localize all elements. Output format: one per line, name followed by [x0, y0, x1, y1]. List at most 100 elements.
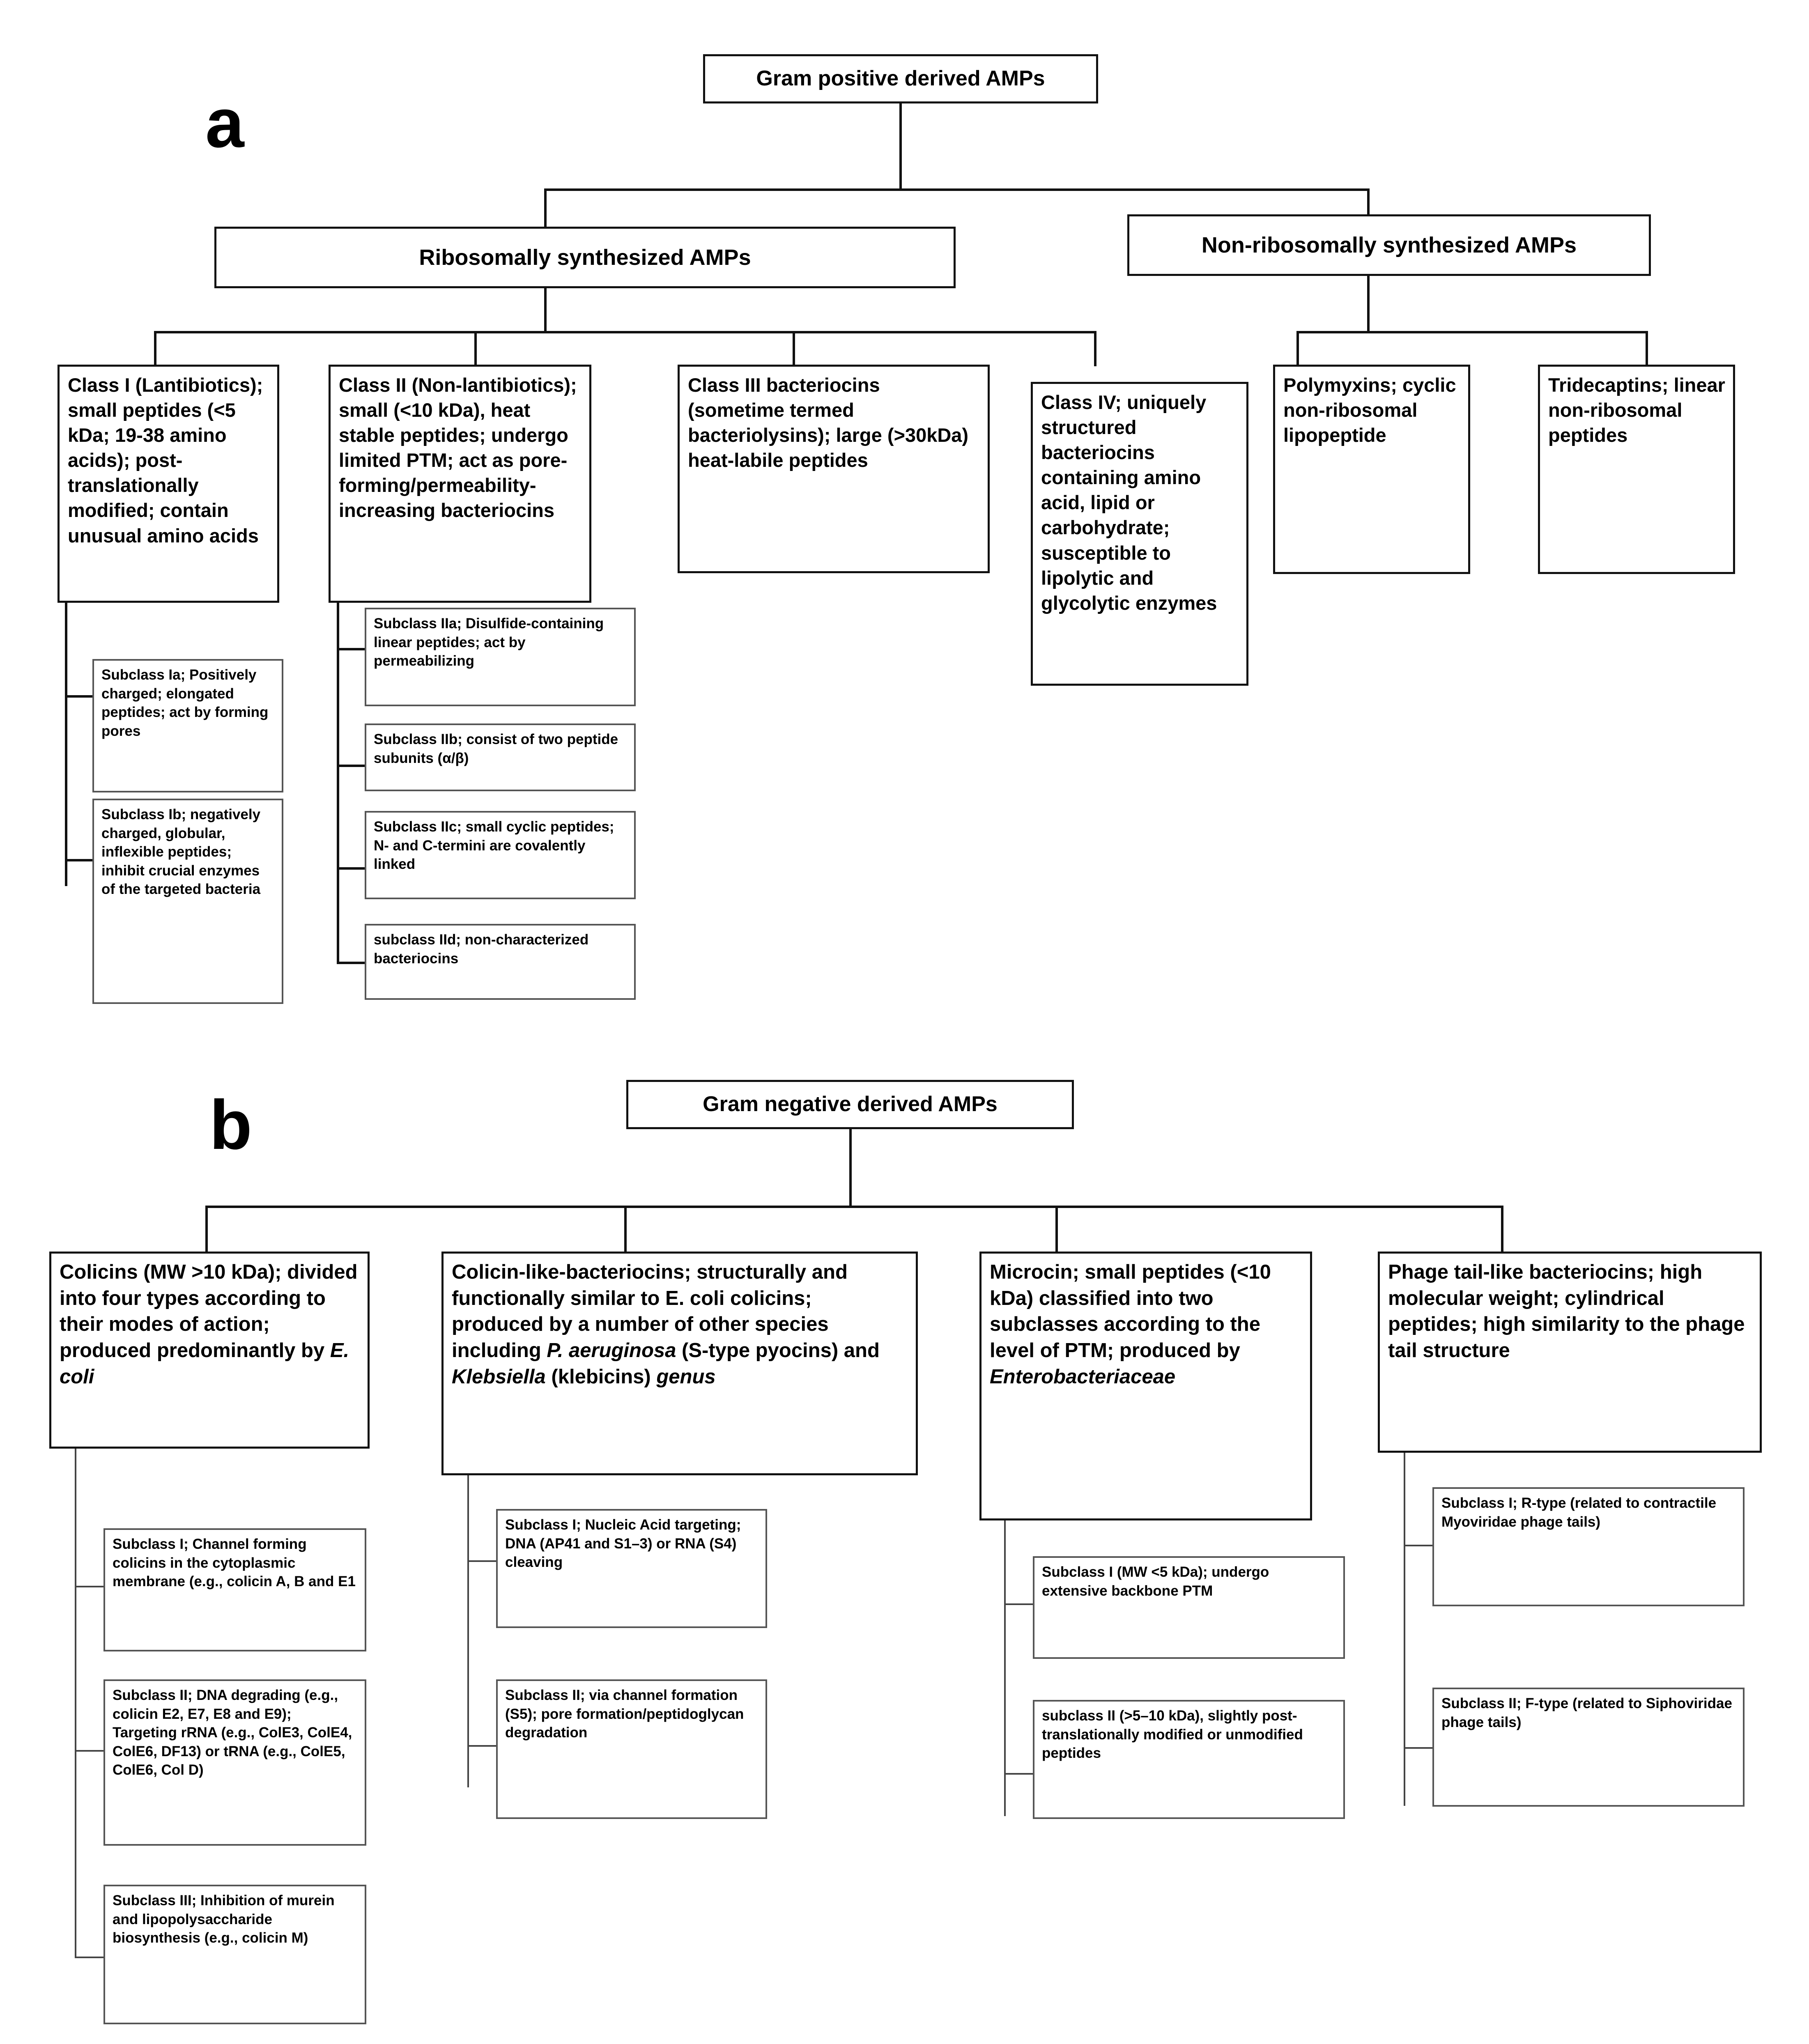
connector-microcin-sub2: [1004, 1773, 1034, 1775]
node-label: subclass IId; non-characterized bacterio…: [374, 932, 589, 967]
connector-class3-drop: [793, 331, 795, 366]
connector-subclass-iid: [337, 962, 365, 964]
connector-ribosomal-stem: [544, 288, 547, 333]
colicin-like-text-plain-2: (S-type pyocins) and: [676, 1339, 880, 1362]
connector-groups-bus-b: [205, 1206, 1503, 1208]
connector-classes-bus: [154, 331, 1096, 333]
panel-letter-b: b: [209, 1086, 252, 1164]
node-label: Subclass I; Channel forming colicins in …: [113, 1536, 356, 1589]
node-label: Subclass I; R-type (related to contracti…: [1441, 1495, 1717, 1530]
node-label: Gram negative derived AMPs: [703, 1092, 998, 1116]
colicin-like-text-plain-3: (klebicins): [545, 1365, 657, 1388]
connector-nonribosomal-bus: [1296, 331, 1648, 333]
node-label: Class III bacteriocins (sometime termed …: [688, 374, 969, 471]
node-polymyxins: Polymyxins; cyclic non-ribosomal lipopep…: [1273, 365, 1470, 574]
node-colicin-like-bacteriocins: Colicin-like-bacteriocins; structurally …: [441, 1252, 918, 1475]
colicin-like-text-italic-3: genus: [656, 1365, 716, 1388]
connector-colicin-like-sub1: [467, 1560, 497, 1562]
connector-colicins-sub1: [75, 1586, 104, 1587]
node-class-i-lantibiotics: Class I (Lantibiotics); small peptides (…: [57, 365, 279, 603]
node-subclass-ia: Subclass Ia; Positively charged; elongat…: [92, 659, 283, 792]
connector-subclass-iic: [337, 867, 365, 870]
connector-subclass-ib: [65, 859, 94, 861]
node-label: Colicins (MW >10 kDa); divided into four…: [51, 1254, 368, 1394]
node-label: subclass II (>5–10 kDa), slightly post-t…: [1042, 1708, 1303, 1761]
connector-nonribosomal-stem: [1367, 276, 1370, 333]
panel-letter-a: a: [205, 84, 244, 162]
node-gram-positive-root: Gram positive derived AMPs: [703, 54, 1098, 103]
connector-tridecaptins-drop: [1646, 331, 1648, 366]
connector-level1-bus-a: [544, 188, 1370, 191]
node-label: Subclass II; via channel formation (S5);…: [505, 1687, 744, 1741]
node-microcin-subclass-i: Subclass I (MW <5 kDa); undergo extensiv…: [1033, 1556, 1345, 1659]
connector-class2-drop: [474, 331, 477, 366]
node-class-iii-bacteriocins: Class III bacteriocins (sometime termed …: [678, 365, 990, 573]
connector-class1-sub-spine: [65, 603, 67, 886]
node-tridecaptins: Tridecaptins; linear non-ribosomal pepti…: [1538, 365, 1735, 574]
node-label: Tridecaptins; linear non-ribosomal pepti…: [1548, 374, 1725, 446]
connector-colicin-like-sub-spine: [467, 1475, 469, 1787]
connector-phage-sub2: [1404, 1747, 1433, 1749]
node-microcin: Microcin; small peptides (<10 kDa) class…: [979, 1252, 1312, 1520]
node-phage-subclass-ii: Subclass II; F-type (related to Siphovir…: [1432, 1688, 1745, 1807]
node-label: Subclass II; F-type (related to Siphovir…: [1441, 1695, 1732, 1730]
connector-polymyxins-drop: [1296, 331, 1299, 366]
node-colicins-subclass-iii: Subclass III; Inhibition of murein and l…: [103, 1885, 366, 2024]
node-colicins-subclass-ii: Subclass II; DNA degrading (e.g., colici…: [103, 1679, 366, 1846]
connector-microcin-drop: [1055, 1206, 1058, 1254]
colicins-text-plain: Colicins (MW >10 kDa); divided into four…: [60, 1261, 358, 1362]
node-label: Class II (Non-lantibiotics); small (<10 …: [339, 374, 577, 521]
node-subclass-iic: Subclass IIc; small cyclic peptides; N- …: [365, 811, 636, 899]
connector-colicin-like-sub2: [467, 1745, 497, 1747]
connector-class1-drop: [154, 331, 156, 366]
node-colicins: Colicins (MW >10 kDa); divided into four…: [49, 1252, 370, 1449]
node-subclass-ib: Subclass Ib; negatively charged, globula…: [92, 799, 283, 1004]
connector-colicins-sub2: [75, 1750, 104, 1752]
connector-phage-sub-spine: [1404, 1453, 1405, 1806]
node-label: Subclass IIc; small cyclic peptides; N- …: [374, 819, 614, 872]
node-label: Subclass I (MW <5 kDa); undergo extensiv…: [1042, 1564, 1269, 1599]
connector-root-stem-b: [849, 1129, 852, 1207]
node-label: Subclass II; DNA degrading (e.g., colici…: [113, 1687, 352, 1778]
node-class-iv-uniquely-structured: Class IV; uniquely structured bacterioci…: [1031, 382, 1248, 686]
node-phage-subclass-i: Subclass I; R-type (related to contracti…: [1432, 1487, 1745, 1606]
node-label: Subclass Ia; Positively charged; elongat…: [101, 667, 269, 739]
node-label: Subclass I; Nucleic Acid targeting; DNA …: [505, 1517, 741, 1570]
node-label: Colicin-like-bacteriocins; structurally …: [444, 1254, 916, 1394]
microcin-text-italic: Enterobacteriaceae: [990, 1365, 1176, 1388]
node-ribosomally-synthesized-amps: Ribosomally synthesized AMPs: [214, 227, 956, 288]
node-colicins-subclass-i: Subclass I; Channel forming colicins in …: [103, 1528, 366, 1651]
connector-class4-drop: [1094, 331, 1096, 366]
node-subclass-iib: Subclass IIb; consist of two peptide sub…: [365, 723, 636, 791]
colicin-like-text-italic-1: P. aeruginosa: [547, 1339, 676, 1362]
node-label: Class I (Lantibiotics); small peptides (…: [68, 374, 263, 547]
connector-colicins-drop: [205, 1206, 208, 1254]
connector-colicins-sub3: [75, 1957, 104, 1958]
connector-microcin-sub-spine: [1004, 1520, 1006, 1816]
colicins-text-italic: E. coli: [60, 1339, 349, 1388]
microcin-text-plain: Microcin; small peptides (<10 kDa) class…: [990, 1261, 1271, 1362]
node-microcin-subclass-ii: subclass II (>5–10 kDa), slightly post-t…: [1033, 1700, 1345, 1819]
node-label: Gram positive derived AMPs: [756, 67, 1045, 91]
connector-colicins-sub-spine: [75, 1449, 76, 1958]
connector-subclass-iia: [337, 648, 365, 650]
node-label: Subclass III; Inhibition of murein and l…: [113, 1892, 335, 1946]
colicin-like-text-plain-1: Colicin-like-bacteriocins; structurally …: [452, 1261, 848, 1362]
node-subclass-iia: Subclass IIa; Disulfide-containing linea…: [365, 608, 636, 706]
connector-subclass-ia: [65, 695, 94, 698]
node-label: Subclass Ib; negatively charged, globula…: [101, 806, 261, 897]
connector-ribosomal-drop: [544, 188, 547, 229]
node-label: Phage tail-like bacteriocins; high molec…: [1388, 1261, 1745, 1362]
node-label: Ribosomally synthesized AMPs: [419, 245, 751, 270]
connector-microcin-sub1: [1004, 1603, 1034, 1605]
node-label: Microcin; small peptides (<10 kDa) class…: [982, 1254, 1310, 1394]
node-colicin-like-subclass-ii: Subclass II; via channel formation (S5);…: [496, 1679, 767, 1819]
node-colicin-like-subclass-i: Subclass I; Nucleic Acid targeting; DNA …: [496, 1509, 767, 1628]
node-label: Subclass IIb; consist of two peptide sub…: [374, 731, 618, 766]
connector-nonribosomal-drop: [1367, 188, 1370, 229]
node-gram-negative-root: Gram negative derived AMPs: [626, 1080, 1074, 1129]
connector-root-stem-a: [899, 103, 902, 190]
connector-phage-sub1: [1404, 1545, 1433, 1546]
colicin-like-text-italic-2: Klebsiella: [452, 1365, 546, 1388]
